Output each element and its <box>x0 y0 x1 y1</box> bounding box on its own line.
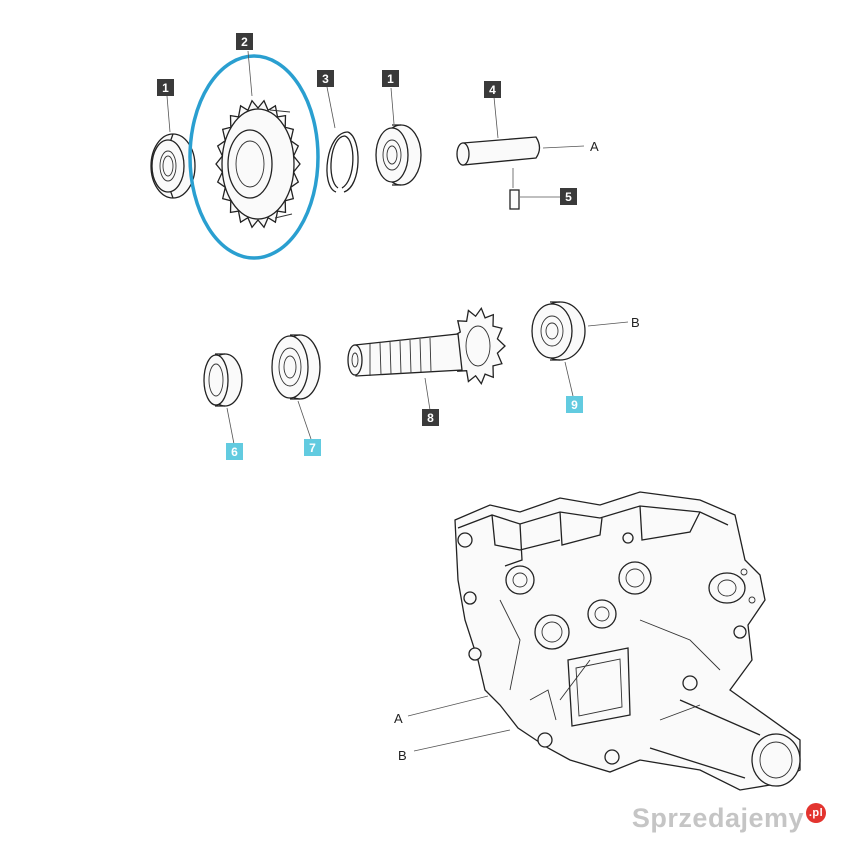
pin-part-4 <box>456 136 541 166</box>
label-1-right: 1 <box>382 70 399 87</box>
shaft-part-8 <box>347 306 506 386</box>
svg-text:2: 2 <box>241 35 248 49</box>
label-8: 8 <box>422 409 439 426</box>
seal-part-6 <box>203 353 243 407</box>
highlight-ring <box>188 54 320 260</box>
svg-text:6: 6 <box>231 445 238 459</box>
svg-text:8: 8 <box>427 411 434 425</box>
gearbox-housing <box>454 491 801 791</box>
gear-part-2 <box>215 99 301 229</box>
letter-b-housing: B <box>398 748 407 763</box>
svg-text:7: 7 <box>309 441 316 455</box>
letter-b-right: B <box>631 315 640 330</box>
svg-text:1: 1 <box>162 81 169 95</box>
snap-ring-part-3 <box>326 131 359 193</box>
bearing-part-7 <box>271 334 321 400</box>
svg-text:4: 4 <box>489 83 496 97</box>
svg-text:3: 3 <box>322 72 329 86</box>
watermark-logo: Sprzedajemy.pl <box>632 803 826 834</box>
label-9: 9 <box>566 396 583 413</box>
key-part-5 <box>509 189 520 210</box>
bearing-part-9 <box>531 301 586 361</box>
svg-text:9: 9 <box>571 398 578 412</box>
bearing-part-1-right <box>375 124 422 186</box>
svg-text:1: 1 <box>387 72 394 86</box>
label-2: 2 <box>236 33 253 50</box>
label-3: 3 <box>317 70 334 87</box>
label-5: 5 <box>560 188 577 205</box>
svg-text:5: 5 <box>565 190 572 204</box>
label-1-left: 1 <box>157 79 174 96</box>
label-7: 7 <box>304 439 321 456</box>
watermark-text: Sprzedajemy <box>631 803 804 833</box>
label-6: 6 <box>226 443 243 460</box>
letter-a-housing: A <box>394 711 403 726</box>
bearing-part-1-left <box>150 133 196 199</box>
letter-a-top: A <box>590 139 599 154</box>
label-4: 4 <box>484 81 501 98</box>
watermark-dot-icon: .pl <box>806 803 826 823</box>
